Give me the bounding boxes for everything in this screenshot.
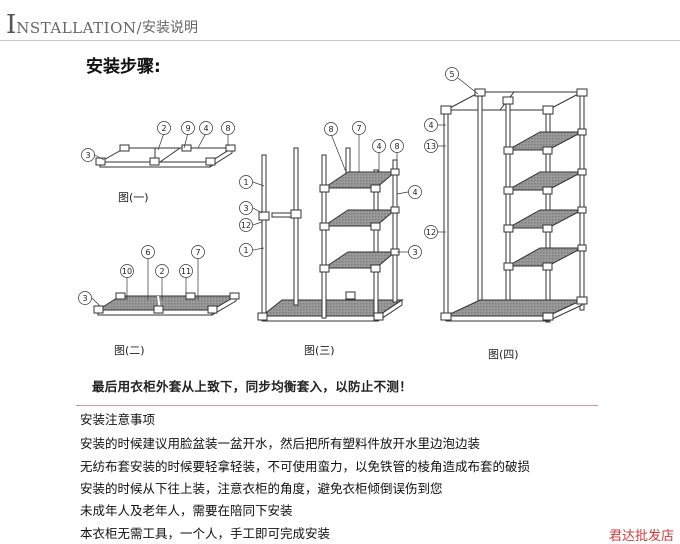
svg-text:8: 8 <box>394 142 399 151</box>
figure-3-caption: 图(三) <box>304 344 335 357</box>
figure-2-callouts <box>78 245 205 307</box>
figure-1-callouts <box>81 121 235 162</box>
figure-3-callout-numbers: 1 3 12 1 8 7 4 8 4 3 <box>241 124 418 257</box>
svg-text:2: 2 <box>161 124 166 133</box>
shop-watermark: 君达批发店 <box>608 529 674 544</box>
figure-1-caption: 图(一) <box>118 191 149 204</box>
svg-text:4: 4 <box>376 142 381 151</box>
note-item: 无纺布套安装的时候要轻拿轻装，不可使用蛮力，以免铁管的棱角造成布套的破损 <box>80 459 531 474</box>
svg-text:1: 1 <box>243 178 248 187</box>
section-header: I NSTALLATION/ 安装说明 <box>6 6 198 38</box>
svg-text:3: 3 <box>412 248 417 257</box>
header-divider <box>0 40 680 41</box>
svg-text:4: 4 <box>428 121 433 130</box>
svg-text:3: 3 <box>85 151 90 160</box>
header-title-cn: 安装说明 <box>142 20 199 36</box>
svg-text:11: 11 <box>181 267 191 276</box>
figure-2 <box>93 292 240 316</box>
svg-text:8: 8 <box>225 124 230 133</box>
figure-3 <box>257 147 404 322</box>
svg-text:7: 7 <box>356 124 361 133</box>
svg-text:3: 3 <box>243 204 248 213</box>
svg-text:12: 12 <box>241 221 251 230</box>
svg-text:12: 12 <box>426 228 436 237</box>
figure-4 <box>440 88 588 323</box>
svg-text:2: 2 <box>159 267 164 276</box>
svg-text:8: 8 <box>328 125 333 134</box>
figure-4-caption: 图(四) <box>488 348 519 361</box>
svg-text:5: 5 <box>449 70 454 79</box>
figure-1-callout-numbers: 3 2 9 4 8 <box>85 124 230 160</box>
svg-text:6: 6 <box>145 248 150 257</box>
svg-text:4: 4 <box>203 124 208 133</box>
notes-divider <box>76 405 598 406</box>
figure-4-callouts <box>424 67 479 239</box>
figure-1 <box>95 144 236 168</box>
header-title: NSTALLATION/ <box>16 19 143 37</box>
header-initial: I <box>6 10 17 40</box>
notes-title: 安装注意事项 <box>80 412 156 427</box>
figure-4-callout-numbers: 5 4 13 12 <box>426 70 455 237</box>
final-instruction: 最后用衣柜外套从上致下，同步均衡套入，以防止不测！ <box>92 379 413 394</box>
svg-text:13: 13 <box>426 142 436 151</box>
svg-text:9: 9 <box>185 124 190 133</box>
note-item: 本衣柜无需工具，一个人，手工即可完成安装 <box>80 526 331 541</box>
svg-text:10: 10 <box>122 267 132 276</box>
svg-text:7: 7 <box>195 248 200 257</box>
figure-3-callouts <box>239 121 422 259</box>
svg-text:4: 4 <box>412 188 417 197</box>
svg-text:1: 1 <box>243 246 248 255</box>
note-item: 安装的时候建议用脸盆装一盆开水，然后把所有塑料件放开水里边泡边装 <box>80 436 481 451</box>
svg-text:3: 3 <box>82 294 87 303</box>
note-item: 安装的时候从下往上装，注意衣柜的角度，避免衣柜倾倒误伤到您 <box>80 481 443 496</box>
note-item: 未成年人及老年人，需要在陪同下安装 <box>80 503 293 518</box>
figure-2-callout-numbers: 3 10 6 2 11 7 <box>82 248 200 303</box>
figure-2-caption: 图(二) <box>114 344 145 357</box>
steps-title: 安装步骤: <box>86 57 161 77</box>
